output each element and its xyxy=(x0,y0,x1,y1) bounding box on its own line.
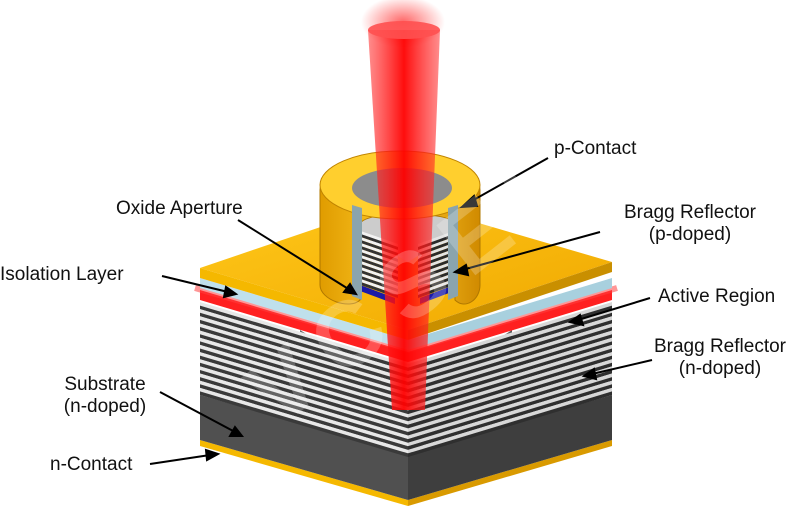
n-stack-light-right xyxy=(408,323,612,390)
n-stack-dark-left xyxy=(200,348,408,415)
n-stack-light-right xyxy=(408,316,612,382)
n-stack-light-left xyxy=(200,373,408,440)
top-gold-slab-left-edge xyxy=(200,268,408,340)
n-stack-dark-left xyxy=(200,341,408,407)
n-stack-dark-right xyxy=(408,327,612,393)
n-stack-dark-right xyxy=(408,391,612,457)
isolation-layer-right xyxy=(408,278,612,350)
active-region-right xyxy=(408,290,612,362)
n-stack-light-right xyxy=(408,380,612,447)
leader-active-region xyxy=(577,297,651,321)
n-stack-light-right xyxy=(408,366,612,432)
n-stack-light-left xyxy=(200,380,408,447)
isolation-layer-left xyxy=(200,278,408,350)
label-bragg-n-line2: (n-doped) xyxy=(678,358,762,379)
n-stack-light-right xyxy=(408,309,612,375)
n-stack-dark-right xyxy=(408,334,612,400)
n-stack-dark-right xyxy=(408,341,612,407)
label-bragg-p-line2: (p-doped) xyxy=(648,224,732,245)
n-stack-light-left xyxy=(200,309,408,375)
n-stack-light-left xyxy=(200,337,408,404)
n-stack-light-left xyxy=(200,352,408,418)
n-stack-dark-left xyxy=(200,334,408,400)
n-stack-dark-left xyxy=(200,319,408,386)
n-stack-dark-right xyxy=(408,348,612,415)
laser-beam-top-cap xyxy=(368,21,440,39)
arrow-active-region xyxy=(567,313,585,327)
n-stack-dark-right xyxy=(408,355,612,422)
label-active-region: Active Region xyxy=(658,286,776,307)
label-oxide-aperture: Oxide Aperture xyxy=(116,198,243,219)
n-stack-dark-left xyxy=(200,305,408,372)
n-stack-dark-right xyxy=(408,312,612,379)
n-stack-light-left xyxy=(200,330,408,397)
n-stack-dark-left xyxy=(200,377,408,443)
substrate-left-face xyxy=(200,395,408,500)
n-stack-dark-right xyxy=(408,377,612,443)
arrow-isolation xyxy=(222,285,239,299)
n-stack-light-right xyxy=(408,387,612,454)
arrow-bragg-n xyxy=(581,367,598,381)
n-stack-light-left xyxy=(200,387,408,454)
arrow-substrate xyxy=(228,425,245,437)
active-region-left xyxy=(200,290,408,362)
substrate-right-face xyxy=(408,395,612,500)
n-stack-light-left xyxy=(200,316,408,382)
laser-beam xyxy=(368,30,440,410)
label-n-contact: n-Contact xyxy=(50,454,133,475)
n-stack-light-right xyxy=(408,344,612,411)
label-bragg-n-line1: Bragg Reflector xyxy=(653,336,786,357)
label-bragg-reflector-p: Bragg Reflector (p-doped) xyxy=(600,202,780,246)
n-stack-dark-left xyxy=(200,369,408,436)
n-stack-dark-left xyxy=(200,384,408,450)
arrow-n-contact xyxy=(204,448,221,462)
label-substrate: Substrate (n-doped) xyxy=(40,374,170,418)
leader-p-contact xyxy=(469,157,549,203)
n-stack-light-left xyxy=(200,323,408,390)
leader-n-contact xyxy=(149,454,211,465)
leader-isolation xyxy=(161,275,229,293)
n-stack-dark-right xyxy=(408,384,612,450)
arrow-oxide-aperture xyxy=(342,282,358,296)
n-stack-dark-left xyxy=(200,312,408,379)
n-stack-light-left xyxy=(200,344,408,411)
label-isolation-layer: Isolation Layer xyxy=(0,264,124,285)
n-stack-light-left xyxy=(200,302,408,368)
n-stack-light-right xyxy=(408,337,612,404)
n-stack-dark-right xyxy=(408,305,612,372)
n-contact-right xyxy=(408,440,612,506)
leader-oxide-aperture xyxy=(237,219,351,291)
n-stack-light-left xyxy=(200,366,408,432)
n-stack-dark-left xyxy=(200,362,408,429)
n-contact-left xyxy=(200,440,408,506)
leader-bragg-p xyxy=(461,231,601,271)
leader-substrate xyxy=(159,391,236,433)
n-stack-dark-left xyxy=(200,391,408,457)
bragg-reflector-n-stack xyxy=(200,302,612,457)
n-stack-light-right xyxy=(408,373,612,440)
top-gold-slab-right-edge xyxy=(408,262,612,340)
p-contact-ring-cut-right xyxy=(448,205,458,300)
n-stack-dark-right xyxy=(408,369,612,436)
n-stack-light-right xyxy=(408,359,612,425)
n-stack-light-right xyxy=(408,330,612,397)
label-substrate-line2: (n-doped) xyxy=(63,396,147,417)
n-stack-dark-right xyxy=(408,319,612,386)
n-stack-light-left xyxy=(200,359,408,425)
leader-bragg-n xyxy=(591,359,653,375)
label-substrate-line1: Substrate xyxy=(64,374,146,395)
n-stack-dark-left xyxy=(200,355,408,422)
arrow-p-contact xyxy=(459,194,479,209)
label-p-contact: p-Contact xyxy=(554,138,637,159)
oxide-aperture-left xyxy=(352,282,395,304)
arrow-bragg-p xyxy=(452,263,470,277)
n-stack-light-right xyxy=(408,352,612,418)
n-stack-dark-left xyxy=(200,327,408,393)
label-bragg-reflector-n: Bragg Reflector (n-doped) xyxy=(640,336,800,380)
label-bragg-p-line1: Bragg Reflector xyxy=(623,202,756,223)
p-contact-ring-cut-left xyxy=(352,205,362,300)
n-stack-light-right xyxy=(408,302,612,368)
n-stack-dark-right xyxy=(408,362,612,429)
